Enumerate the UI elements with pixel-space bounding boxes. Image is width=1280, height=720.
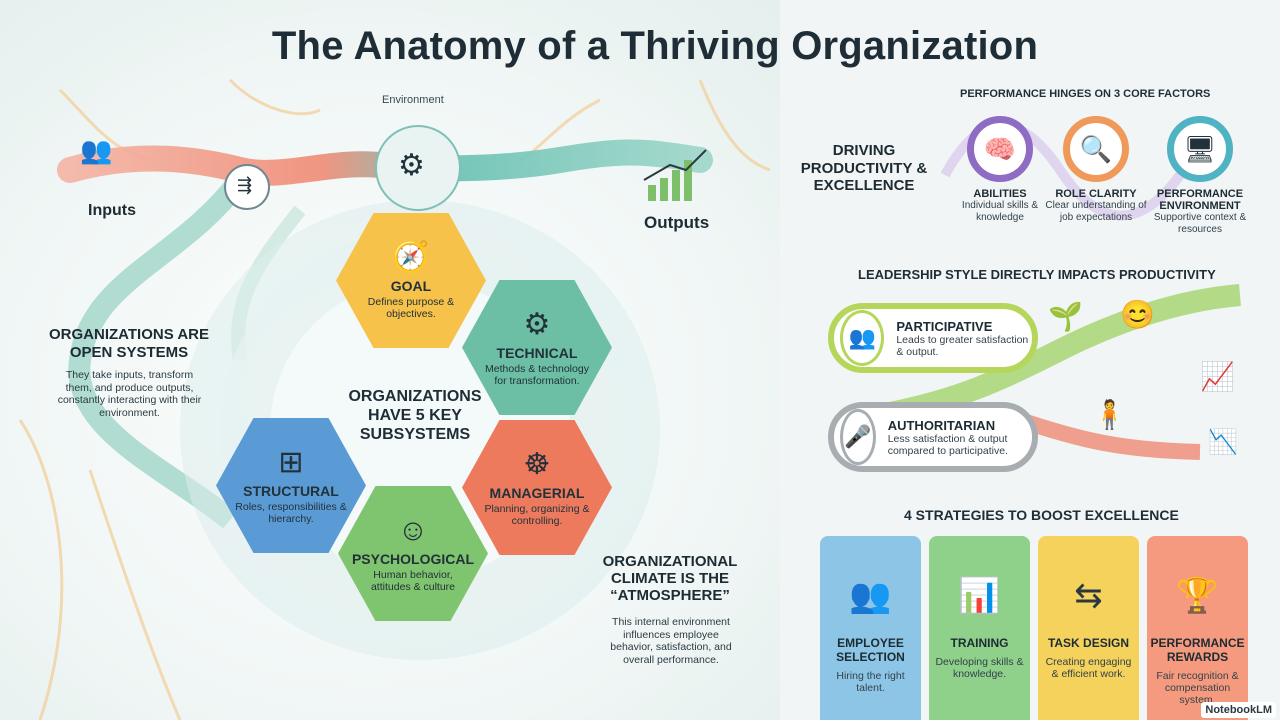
subsystem-goal: 🧭 GOAL Defines purpose & objectives.: [336, 213, 486, 348]
leadership-heading: LEADERSHIP STYLE DIRECTLY IMPACTS PRODUC…: [858, 267, 1216, 282]
subsystem-technical: ⚙ TECHNICAL Methods & technology for tra…: [462, 280, 612, 415]
factor-name: PERFORMANCE ENVIRONMENT: [1156, 188, 1244, 212]
org-chart-icon: ⊞: [278, 445, 304, 479]
factor-performance-environment: 🖥 PERFORMANCE ENVIRONMENT Supportive con…: [1148, 116, 1252, 235]
heads-icon: ☺: [397, 513, 429, 547]
subsystem-desc: Human behavior, attitudes & culture: [370, 568, 456, 593]
strategy-employee-selection: 👥 EMPLOYEE SELECTION Hiring the right ta…: [820, 536, 921, 720]
people-icon: 👥: [849, 577, 892, 615]
leadership-name: AUTHORITARIAN: [887, 417, 996, 433]
subsystem-name: PSYCHOLOGICAL: [351, 550, 475, 567]
magnifier-icon: 🔍: [1063, 116, 1129, 182]
subsystem-desc: Defines purpose & objectives.: [367, 295, 455, 320]
presentation-icon: 📊: [958, 577, 1001, 615]
factor-name: ROLE CLARITY: [1055, 188, 1137, 200]
factor-name: ABILITIES: [973, 188, 1027, 200]
growing-plants-icon: 🌱: [1048, 301, 1083, 332]
subsystem-desc: Planning, organizing & controlling.: [484, 502, 590, 527]
climate-heading: ORGANIZATIONAL CLIMATE IS THE “ATMOSPHER…: [602, 553, 738, 604]
subsystem-psychological: ☺ PSYCHOLOGICAL Human behavior, attitude…: [338, 486, 488, 621]
performance-heading: PERFORMANCE HINGES ON 3 CORE FACTORS: [960, 88, 1211, 100]
happy-people-icon: 😊: [1120, 299, 1155, 330]
growth-chart-icon: 📈: [1200, 361, 1235, 392]
subsystem-desc: Roles, responsibilities & hierarchy.: [235, 500, 347, 525]
factor-desc: Clear understanding of job expectations: [1045, 200, 1147, 223]
factor-desc: Individual skills & knowledge: [961, 200, 1039, 223]
strategy-name: EMPLOYEE SELECTION: [836, 636, 905, 664]
strategies-heading: 4 STRATEGIES TO BOOST EXCELLENCE: [904, 507, 1179, 523]
subsystem-name: TECHNICAL: [496, 344, 578, 361]
leadership-desc: Leads to greater satisfaction & output.: [896, 333, 1029, 358]
page-title: The Anatomy of a Thriving Organization: [271, 24, 1039, 68]
strategy-desc: Hiring the right talent.: [836, 670, 905, 694]
workers-icon: 🧍: [1092, 399, 1127, 430]
notebooklm-badge: NotebookLM: [1201, 702, 1276, 718]
team-icon: 👥: [840, 310, 885, 366]
strategy-task-design: ⇆ TASK DESIGN Creating engaging & effici…: [1038, 536, 1139, 720]
people-icon: 👥: [80, 135, 113, 165]
podium-icon: 🎤: [840, 409, 876, 465]
trophy-icon: 🏆: [1176, 577, 1219, 615]
subsystem-name: STRUCTURAL: [243, 482, 339, 499]
leadership-name: PARTICIPATIVE: [896, 318, 993, 334]
brain-icon: 🧠: [967, 116, 1033, 182]
factor-role-clarity: 🔍 ROLE CLARITY Clear understanding of jo…: [1044, 116, 1148, 223]
strategy-training: 📊 TRAINING Developing skills & knowledge…: [929, 536, 1030, 720]
strategy-desc: Creating engaging & efficient work.: [1045, 656, 1132, 680]
subsystem-structural: ⊞ STRUCTURAL Roles, responsibilities & h…: [216, 418, 366, 553]
strategy-performance-rewards: 🏆 PERFORMANCE REWARDS Fair recognition &…: [1147, 536, 1248, 720]
open-systems-description: They take inputs, transform them, and pr…: [57, 369, 202, 419]
subsystem-managerial: ☸ MANAGERIAL Planning, organizing & cont…: [462, 420, 612, 555]
strategy-name: TRAINING: [950, 636, 1009, 650]
decline-chart-icon: 📉: [1208, 429, 1238, 456]
strategy-name: PERFORMANCE REWARDS: [1150, 636, 1245, 664]
subsystems-center-title: ORGANIZATIONS HAVE 5 KEY SUBSYSTEMS: [348, 388, 482, 443]
desk-icon: 🖥: [1167, 116, 1233, 182]
strategy-desc: Developing skills & knowledge.: [935, 656, 1024, 680]
environment-label: Environment: [382, 94, 444, 106]
open-systems-heading: ORGANIZATIONS ARE OPEN SYSTEMS: [49, 326, 209, 361]
outputs-label: Outputs: [644, 213, 710, 232]
compass-icon: 🧭: [392, 240, 430, 274]
wheel-icon: ☸: [523, 447, 551, 481]
subsystem-name: GOAL: [390, 277, 432, 294]
performance-side-title: DRIVING PRODUCTIVITY & EXCELLENCE: [800, 142, 928, 194]
subsystem-name: MANAGERIAL: [489, 484, 585, 501]
climate-description: This internal environment influences emp…: [610, 616, 732, 666]
process-icon: ⇶: [237, 175, 253, 195]
leadership-desc: Less satisfaction & output compared to p…: [887, 432, 1008, 457]
inputs-label: Inputs: [88, 202, 136, 219]
subsystem-desc: Methods & technology for transformation.: [485, 362, 589, 387]
factor-abilities: 🧠 ABILITIES Individual skills & knowledg…: [940, 116, 1060, 223]
leadership-participative: 👥 PARTICIPATIVE Leads to greater satisfa…: [828, 303, 1038, 373]
leadership-authoritarian: 🎤 AUTHORITARIAN Less satisfaction & outp…: [828, 402, 1038, 472]
strategy-name: TASK DESIGN: [1047, 636, 1130, 650]
gear-icon: ⚙: [398, 149, 425, 182]
flowchart-icon: ⇆: [1074, 577, 1103, 615]
factor-desc: Supportive context & resources: [1153, 212, 1247, 235]
strategy-desc: Fair recognition & compensation system.: [1156, 670, 1239, 706]
gears-icon: ⚙: [523, 307, 551, 341]
